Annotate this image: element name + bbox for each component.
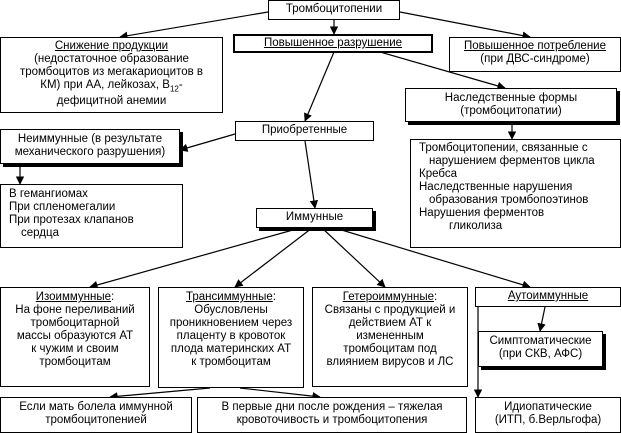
node-hereditary-list-line: образования тромбопоэтинов — [429, 194, 589, 206]
node-iso-title: Изоиммунные — [35, 291, 112, 303]
node-hetero-title: Гетероиммунные — [342, 291, 435, 303]
arrow-immune-to-auto — [334, 227, 531, 289]
arrow-destruction-to-acquired — [304, 51, 335, 122]
node-production-title: Снижение продукции — [54, 40, 169, 52]
node-hereditary-line: (тромбоцитопатии) — [460, 105, 562, 117]
node-acquired: Приобретенные — [235, 121, 374, 141]
node-mechanical-list: В гемангиомах При спленомегалии При прот… — [0, 184, 183, 248]
node-idiopathic-line: Идиопатические — [504, 401, 592, 413]
node-consumption: Повышенное потребление (при ДВС-синдроме… — [449, 37, 621, 72]
node-newborn-line: кровоточивость и тромбоцитопения — [236, 414, 428, 426]
node-hetero-line: тромбоцитам под — [343, 343, 437, 355]
node-symptomatic: Симптоматические (при СКВ, АФС) — [478, 331, 603, 367]
arrow-immune-to-iso — [89, 227, 301, 289]
node-production-line: тромбоцитов из мегакариоцитов в — [19, 66, 204, 78]
node-hereditary-list-line: Кребса — [419, 168, 457, 180]
node-mechanical-list-line: сердца — [21, 227, 59, 239]
node-auto-title: Аутоиммунные — [507, 290, 589, 302]
node-consumption-line: (при ДВС-синдроме) — [480, 53, 590, 65]
node-symptomatic-line: Симптоматические — [489, 335, 592, 347]
node-hereditary-list-line: Нарушения ферментов — [419, 207, 545, 219]
node-hetero-line: влиянием вирусов и ЛС — [326, 356, 454, 368]
node-trans-line: к тромбоцитам — [191, 356, 271, 368]
node-iso-colon: : — [111, 291, 115, 303]
node-hetero: Гетероиммунные: Связаны с продукцией и д… — [312, 287, 468, 387]
node-destruction: Повышенное разрушение — [233, 34, 433, 53]
node-hereditary-list-line: гликолиза — [449, 220, 503, 232]
node-acquired-title: Приобретенные — [261, 124, 348, 136]
arrow-immune-to-hetero — [321, 227, 386, 288]
node-nonimmune: Неиммунные (в результате механического р… — [0, 129, 180, 164]
node-consumption-title: Повышенное потребление — [464, 40, 606, 52]
arrow-auto-to-symptomatic — [537, 306, 546, 332]
b12-dash: - — [178, 79, 183, 91]
arrow-destruction-to-hereditary — [379, 51, 506, 90]
node-mechanical-list-line: В гемангиомах — [9, 188, 88, 200]
node-production-line: дефицитной анемии — [56, 95, 167, 108]
node-mechanical-list-line: При протезах клапанов — [9, 214, 134, 226]
node-auto: Аутоиммунные — [475, 287, 621, 307]
node-trans-line: проникновением через — [169, 317, 293, 329]
node-hetero-line: действием АТ к — [348, 317, 432, 329]
node-iso: Изоиммунные: На фоне переливаний тромбоц… — [0, 287, 150, 387]
arrow-root-to-consumption — [399, 11, 531, 40]
node-root-title: Тромбоцитопении — [285, 3, 383, 15]
node-hereditary-list-line: нарушением ферментов цикла — [429, 155, 595, 167]
node-hereditary-list-line: Наследственные нарушения — [419, 181, 573, 193]
node-hetero-colon: : — [434, 291, 438, 303]
node-idiopathic: Идиопатические (ИТП, б.Верльгофа) — [475, 397, 621, 433]
node-idiopathic-line: (ИТП, б.Верльгофа) — [494, 414, 602, 426]
node-immune-title: Иммунные — [285, 211, 344, 223]
node-production: Снижение продукции (недостаточное образо… — [0, 37, 223, 113]
node-nonimmune-line: механического разрушения) — [14, 146, 166, 158]
node-trans-colon: : — [272, 291, 276, 303]
node-hereditary-list: Тромбоцитопении, связанные с нарушением … — [410, 139, 621, 248]
arrow-trans-to-newborn — [239, 387, 321, 401]
node-immune: Иммунные — [256, 208, 373, 228]
node-trans-line: плаценту в кровоток — [176, 330, 286, 342]
node-hetero-line: Связаны с продукцией и — [324, 304, 456, 316]
node-symptomatic-line: (при СКВ, АФС) — [498, 348, 583, 360]
arrow-acquired-to-nonimmune — [179, 133, 236, 152]
node-trans-line: плода материнских АТ — [170, 343, 292, 355]
node-trans: Трансиммунные: Обусловлены проникновение… — [158, 287, 304, 388]
node-mechanical-list-line: При спленомегалии — [9, 201, 116, 213]
node-iso-line: тромбоцитарной — [30, 317, 120, 329]
node-iso-line: к чужим и своим — [31, 343, 119, 355]
b12-subscript: 12 — [169, 84, 179, 94]
node-production-line: (недостаточное образование — [34, 53, 189, 65]
node-production-line: КМ) при АА, лейкозах, В — [40, 79, 170, 91]
node-hetero-line: измененным — [356, 330, 424, 342]
arrow-trans-to-mother — [109, 387, 211, 401]
node-mother: Если мать болела иммунной тромбоцитопени… — [0, 397, 192, 433]
node-mother-line: тромбоцитопенией — [45, 414, 147, 426]
node-newborn: В первые дни после рождения – тяжелая кр… — [197, 397, 467, 433]
node-trans-title: Трансиммунные — [186, 291, 273, 303]
node-iso-line: тромбоцитам — [39, 356, 111, 368]
node-hereditary-line: Наследственные формы — [444, 92, 578, 104]
node-trans-line: Обусловлены — [194, 304, 268, 316]
arrow-acquired-to-immune — [304, 140, 319, 209]
node-iso-line: На фоне переливаний — [15, 304, 135, 316]
node-hereditary: Наследственные формы (тромбоцитопатии) — [405, 88, 617, 122]
node-root: Тромбоцитопении — [268, 0, 400, 20]
arrow-immune-to-trans — [234, 227, 313, 288]
arrow-root-to-production — [119, 11, 269, 40]
node-nonimmune-line: Неиммунные (в результате — [17, 133, 163, 145]
node-hereditary-list-line: Тромбоцитопении, связанные с — [419, 142, 588, 154]
node-destruction-title: Повышенное разрушение — [263, 37, 403, 49]
node-newborn-line: В первые дни после рождения – тяжелая — [221, 401, 443, 413]
node-mother-line: Если мать болела иммунной — [19, 401, 173, 413]
node-iso-line: массы образуются АТ — [16, 330, 134, 342]
